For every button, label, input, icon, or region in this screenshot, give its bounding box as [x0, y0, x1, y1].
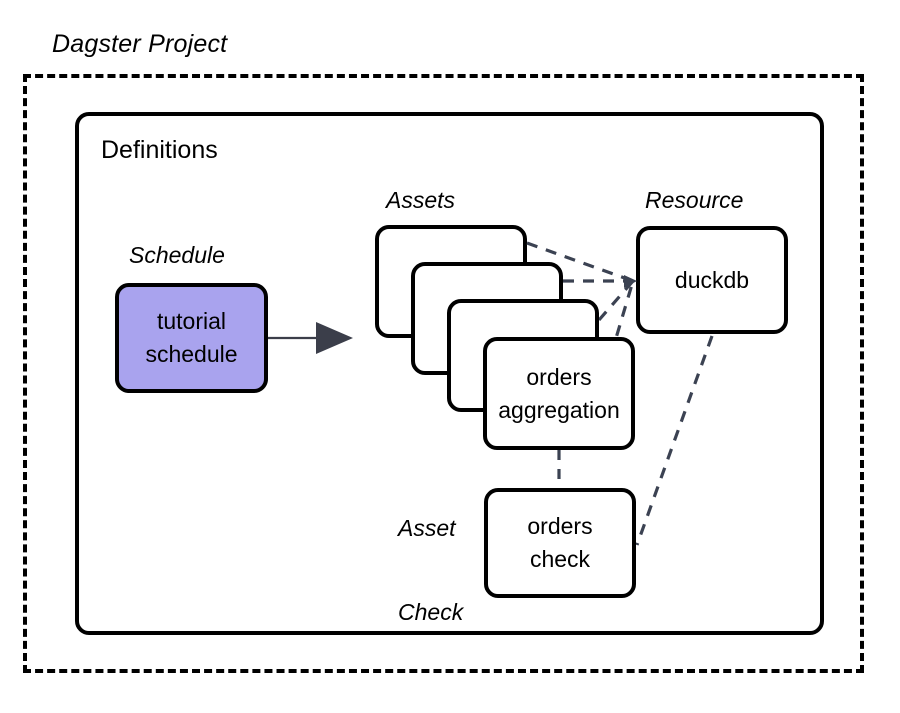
node-orders-aggregation-line1: orders: [526, 363, 592, 390]
definitions-label: Definitions: [101, 136, 218, 164]
node-duckdb[interactable]: duckdb: [636, 226, 788, 334]
group-label-schedule: Schedule: [129, 242, 225, 268]
group-label-resource: Resource: [645, 187, 744, 213]
node-tutorial-schedule-line2: schedule: [145, 341, 238, 367]
node-duckdb-line1: duckdb: [674, 266, 750, 293]
node-orders-check-line1: orders: [527, 513, 593, 540]
node-tutorial-schedule-line1: tutorial: [156, 308, 227, 335]
project-title: Dagster Project: [52, 30, 228, 58]
node-orders-check-line2: check: [529, 546, 591, 572]
node-orders-check[interactable]: orders check: [484, 488, 636, 598]
dagster-project-boundary: [23, 74, 864, 673]
group-label-asset-check: Asset Check: [398, 458, 463, 682]
group-label-asset-check-line2: Check: [398, 599, 464, 626]
node-tutorial-schedule[interactable]: tutorial schedule: [115, 283, 268, 393]
node-orders-aggregation-line2: aggregation: [498, 396, 620, 423]
group-label-asset-check-line1: Asset: [398, 515, 456, 542]
group-label-assets: Assets: [386, 187, 456, 213]
node-orders-aggregation[interactable]: orders aggregation: [483, 337, 635, 450]
